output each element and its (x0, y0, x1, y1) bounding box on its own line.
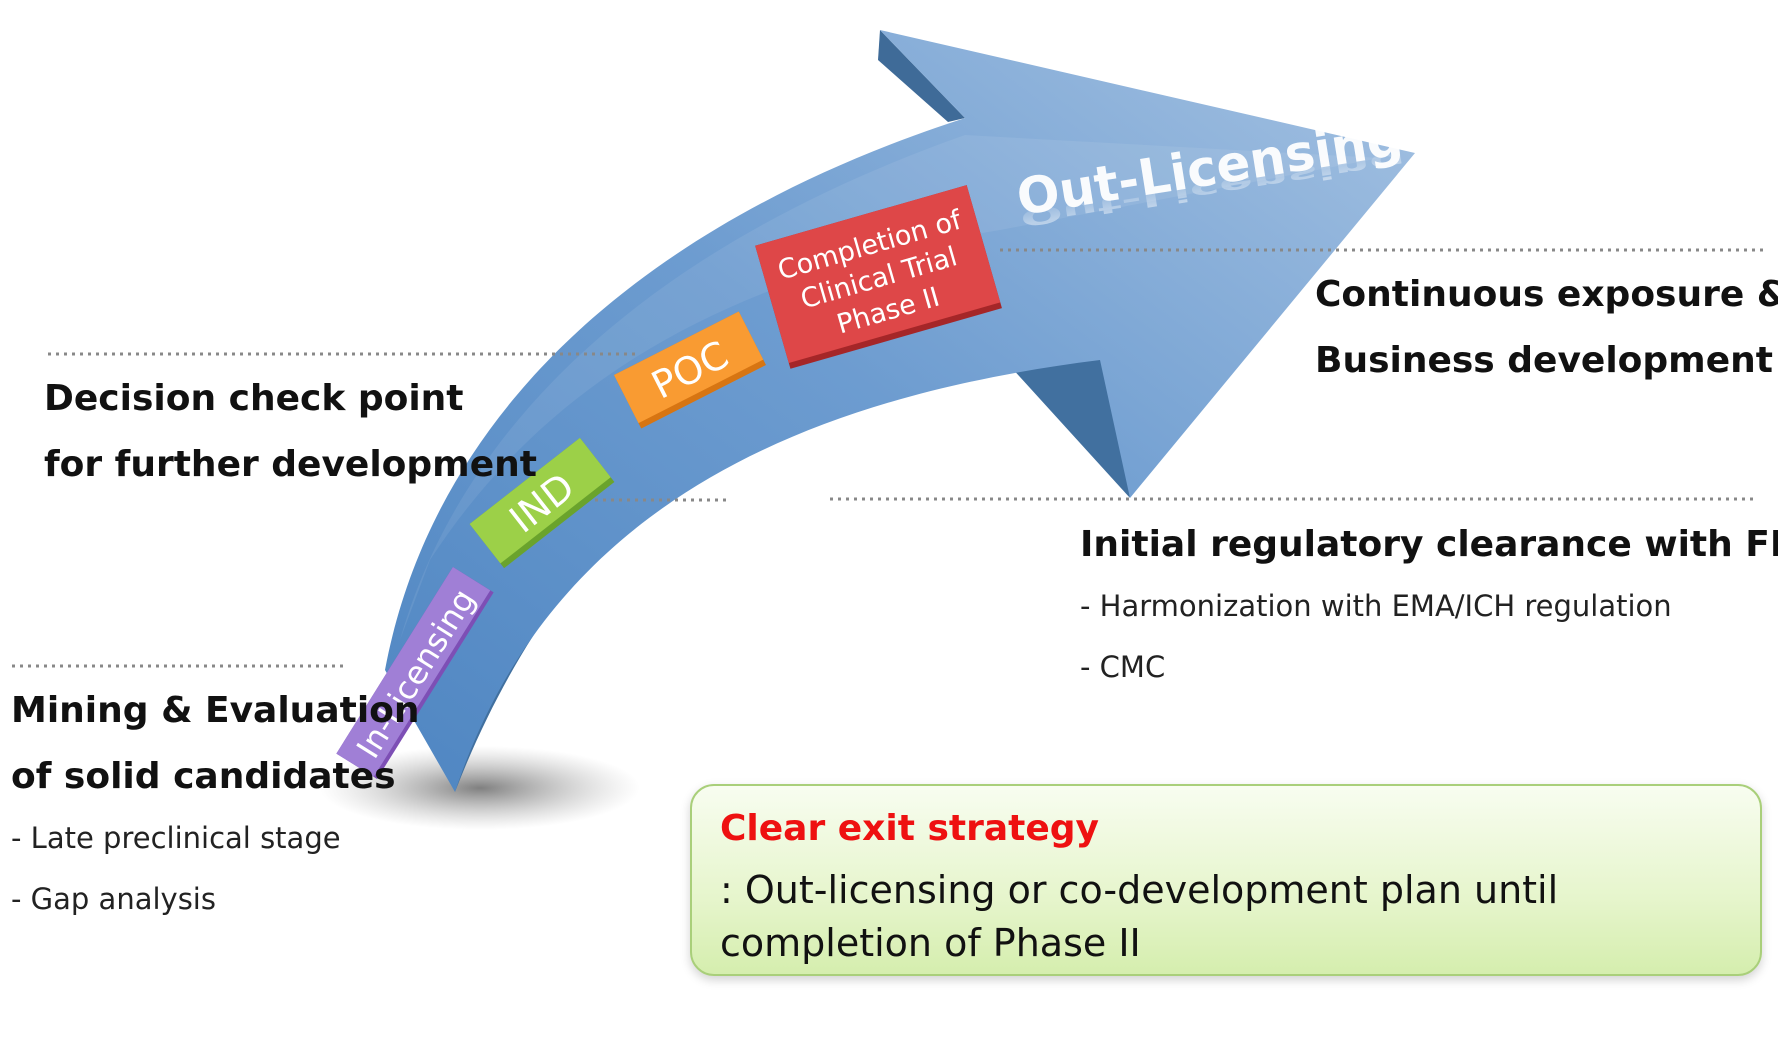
regulatory-bullet-2: - CMC (1080, 650, 1166, 684)
exit-strategy-text: : Out-licensing or co-development plan u… (720, 868, 1559, 965)
arrow-shadow (320, 746, 640, 830)
regulatory-bullet-1: - Harmonization with EMA/ICH regulation (1080, 589, 1672, 623)
exposure-line-1: Continuous exposure & (1315, 274, 1778, 315)
arrow-body (385, 30, 1415, 792)
arrow-head-side (878, 30, 965, 122)
decision-line-2: for further development (44, 444, 537, 485)
mining-label: Mining & Evaluation of solid candidates (11, 678, 420, 810)
regulatory-bullets: - Harmonization with EMA/ICH regulation … (1080, 576, 1672, 698)
mining-bullet-1: - Late preclinical stage (11, 821, 341, 855)
exposure-label: Continuous exposure & Business developme… (1315, 262, 1778, 394)
mining-bullets: - Late preclinical stage - Gap analysis (11, 808, 341, 930)
arrow-side (455, 340, 1130, 792)
exit-strategy-title: Clear exit strategy (720, 808, 1100, 849)
exposure-line-2: Business development (1315, 340, 1773, 381)
exit-strategy-box: Clear exit strategy : Out-licensing or c… (690, 784, 1762, 976)
mining-line-2: of solid candidates (11, 756, 396, 797)
regulatory-title: Initial regulatory clearance with FDA (1080, 524, 1778, 565)
decision-line-1: Decision check point (44, 378, 464, 419)
mining-line-1: Mining & Evaluation (11, 690, 420, 731)
decision-label: Decision check point for further develop… (44, 366, 537, 498)
mining-bullet-2: - Gap analysis (11, 882, 216, 916)
